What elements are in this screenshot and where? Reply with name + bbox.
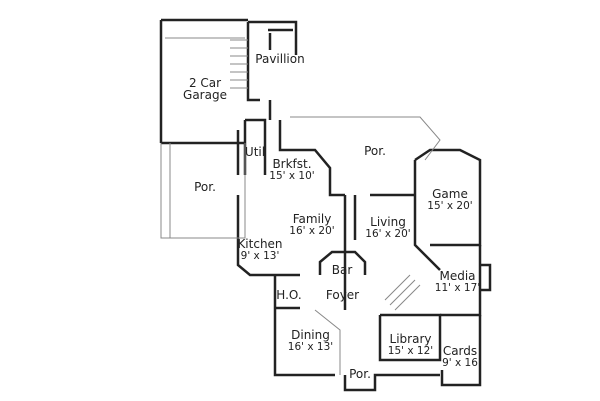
- room-label-garage: 2 Car Garage: [183, 76, 227, 102]
- room-label-brkfst: Brkfst. 15' x 10': [269, 157, 315, 182]
- room-label-pavillion: Pavillion: [255, 52, 305, 66]
- room-label-family: Family 16' x 20': [289, 212, 335, 237]
- room-label-porch-rear: Por.: [364, 144, 386, 158]
- room-label-media: Media 11' x 17': [434, 269, 481, 294]
- room-label-bar: Bar: [331, 263, 353, 277]
- room-label-foyer: Foyer: [325, 288, 360, 302]
- room-label-dining: Dining 16' x 13': [287, 328, 334, 353]
- room-label-porch-front: Por.: [349, 367, 371, 381]
- room-label-util: Util: [244, 145, 266, 159]
- room-label-library: Library 15' x 12': [387, 332, 434, 357]
- room-label-kitchen: Kitchen 9' x 13': [237, 237, 283, 262]
- room-label-living: Living 16' x 20': [365, 215, 411, 240]
- room-label-ho: H.O.: [276, 288, 302, 302]
- room-label-porch-side: Por.: [194, 180, 216, 194]
- room-label-cards: Cards 9' x 16: [442, 344, 478, 369]
- room-label-game: Game 15' x 20': [427, 187, 473, 212]
